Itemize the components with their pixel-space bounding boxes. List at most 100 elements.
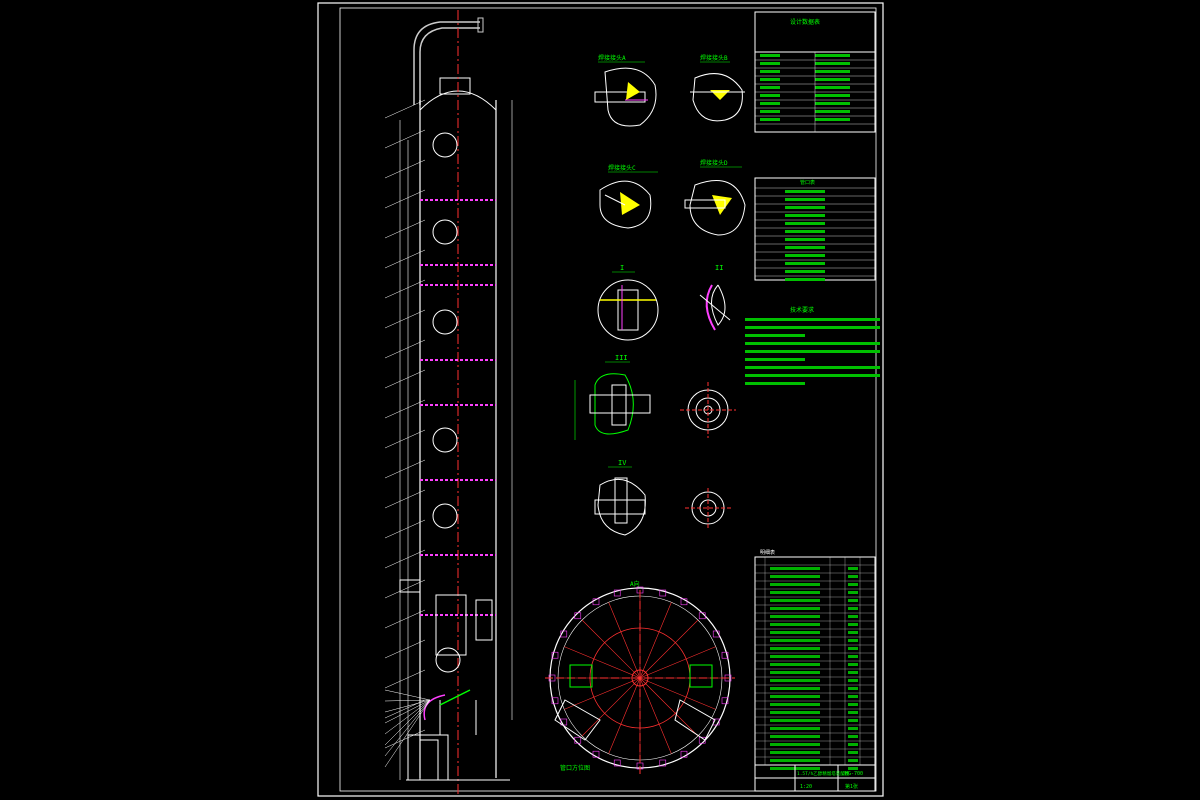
- table-cell: [848, 639, 858, 642]
- radial-line: [608, 602, 641, 679]
- weld-detail-c-label: 焊接接头C: [608, 164, 636, 172]
- leader-line: [384, 309, 426, 329]
- leader-lines: [384, 99, 431, 768]
- technical-notes: 技术要求: [745, 306, 880, 385]
- feed-section: [399, 579, 493, 673]
- table-cell: [760, 118, 780, 121]
- table-cell: [785, 214, 825, 217]
- table-cell: [848, 607, 858, 610]
- leader-line: [384, 189, 426, 209]
- weld-detail-d-label: 焊接接头D: [700, 159, 728, 167]
- weld-detail-a: 焊接接头A: [594, 54, 657, 127]
- nozzle-table: 管口表: [754, 177, 876, 281]
- table-cell: [760, 54, 780, 57]
- section-detail-4: IV: [594, 459, 646, 536]
- table-cell: [848, 695, 858, 698]
- note-line: [745, 358, 805, 361]
- leader-line: [384, 689, 431, 701]
- bolt-hole: [560, 718, 568, 726]
- section-detail-2: II: [699, 264, 731, 331]
- table-cell: [785, 206, 825, 209]
- weld-detail-a-label: 焊接接头A: [598, 54, 626, 62]
- table-cell: [848, 663, 858, 666]
- table-cell: [770, 695, 820, 698]
- leader-line: [384, 549, 426, 569]
- bolt-hole: [721, 697, 729, 705]
- leader-line: [384, 459, 426, 479]
- bolt-hole: [613, 759, 621, 767]
- table-cell: [770, 623, 820, 626]
- nozzle-orientation-label: A向: [630, 580, 640, 588]
- radial-line: [581, 619, 641, 679]
- leader-line: [384, 639, 426, 659]
- table-cell: [785, 246, 825, 249]
- radial-line: [639, 646, 716, 679]
- bolt-hole: [551, 651, 559, 659]
- tray-lines: [420, 199, 496, 616]
- table-cell: [760, 78, 780, 81]
- note-line: [745, 318, 880, 321]
- manhole: [432, 503, 458, 529]
- radial-line: [581, 677, 641, 737]
- section-1-label: I: [620, 264, 624, 272]
- table-cell: [770, 727, 820, 730]
- table-cell: [770, 719, 820, 722]
- table-cell: [770, 599, 820, 602]
- column-elevation: [399, 10, 513, 795]
- table-cell: [848, 575, 858, 578]
- leader-line: [384, 699, 431, 713]
- table-cell: [848, 687, 858, 690]
- bolt-hole: [698, 612, 706, 620]
- table-cell: [848, 615, 858, 618]
- leader-line: [384, 399, 426, 419]
- table-cell: [785, 198, 825, 201]
- bolt-hole: [680, 750, 688, 758]
- table-cell: [760, 94, 780, 97]
- bolt-hole: [721, 651, 729, 659]
- table-cell: [848, 703, 858, 706]
- table-cell: [848, 567, 858, 570]
- table-cell: [848, 583, 858, 586]
- table-cell: [770, 583, 820, 586]
- weld-detail-b-label: 焊接接头B: [700, 54, 728, 62]
- leader-line: [384, 729, 426, 749]
- leader-line: [384, 489, 426, 509]
- table-cell: [848, 623, 858, 626]
- weld-detail-d: 焊接接头D: [684, 159, 746, 236]
- bolt-hole: [592, 598, 600, 606]
- leader-line: [384, 429, 426, 449]
- table-cell: [848, 759, 858, 762]
- bolt-hole: [712, 718, 720, 726]
- note-line: [745, 350, 880, 353]
- leader-line: [384, 699, 431, 768]
- table-cell: [848, 671, 858, 674]
- table-cell: [848, 727, 858, 730]
- drawing-scale: 1:20: [800, 784, 812, 790]
- section-4-label: IV: [618, 459, 627, 467]
- table-cell: [848, 631, 858, 634]
- section-3-label: III: [615, 354, 628, 362]
- table-cell: [770, 655, 820, 658]
- table-cell: [815, 102, 850, 105]
- manhole: [432, 427, 458, 453]
- radial-line: [564, 677, 641, 710]
- manholes: [432, 132, 458, 529]
- outer-border: [317, 2, 884, 797]
- leader-line: [384, 129, 426, 149]
- radial-line: [639, 677, 672, 754]
- bolt-hole: [574, 612, 582, 620]
- note-line: [745, 374, 880, 377]
- bolt-hole: [613, 589, 621, 597]
- table-cell: [785, 190, 825, 193]
- drawing-sheet: 第1张: [845, 783, 858, 790]
- table-cell: [770, 647, 820, 650]
- section-detail-1: I: [597, 264, 659, 341]
- table-cell: [785, 238, 825, 241]
- table-cell: [760, 102, 780, 105]
- note-line: [745, 334, 805, 337]
- table-cell: [770, 591, 820, 594]
- table-cell: [848, 679, 858, 682]
- note-line: [745, 382, 805, 385]
- bolt-hole: [592, 750, 600, 758]
- notes-title: 技术要求: [790, 306, 814, 314]
